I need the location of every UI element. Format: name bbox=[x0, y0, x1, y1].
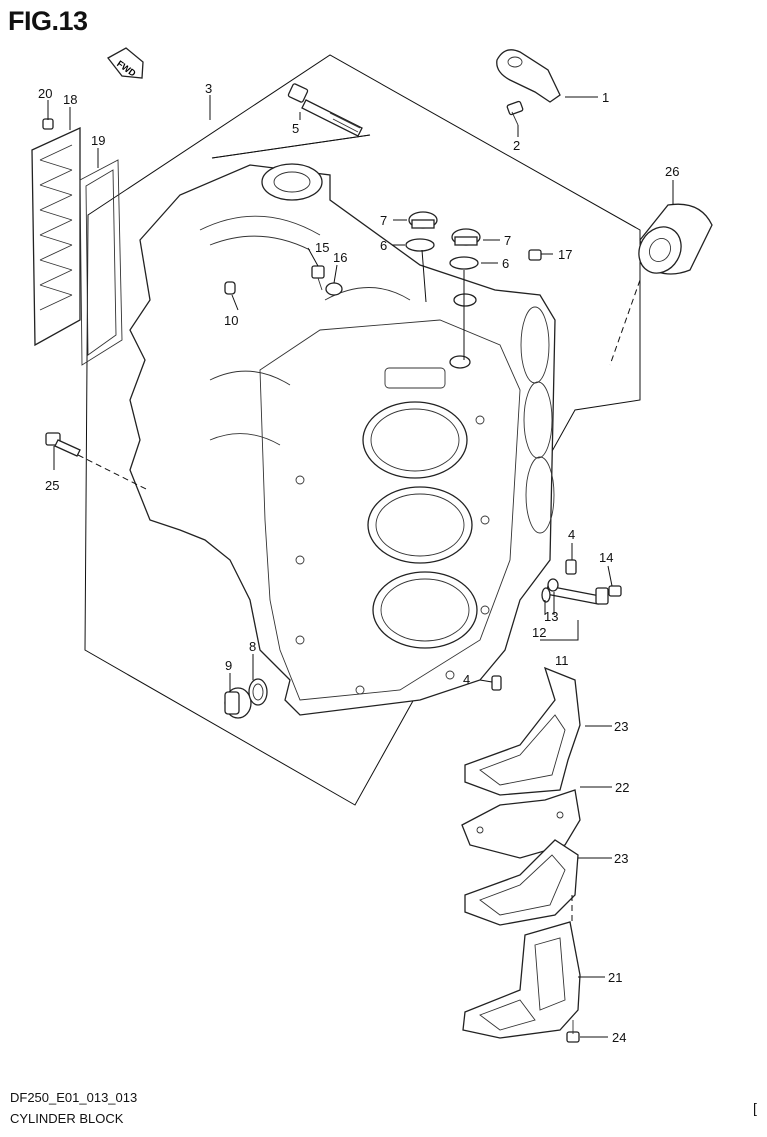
gasket-part-19 bbox=[79, 159, 123, 366]
callout-25: 25 bbox=[45, 478, 59, 493]
cylinder-block-assembly-frame bbox=[84, 54, 641, 806]
callout-24: 24 bbox=[612, 1030, 626, 1045]
figure-title: FIG.13 bbox=[8, 6, 88, 36]
callout-3: 3 bbox=[205, 81, 212, 96]
callout-18: 18 bbox=[63, 92, 77, 107]
diagram-name: CYLINDER BLOCK bbox=[10, 1111, 124, 1126]
callout-5: 5 bbox=[292, 121, 299, 136]
forward-arrow-icon: FWD bbox=[107, 47, 144, 79]
callout-17: 17 bbox=[558, 247, 572, 262]
callout-13: 13 bbox=[544, 609, 558, 624]
callout-8: 8 bbox=[249, 639, 256, 654]
corner-mark: [ bbox=[753, 1100, 757, 1116]
manifold-part-21 bbox=[462, 921, 581, 1039]
bolt-part-2 bbox=[506, 100, 524, 126]
dowel-part-10 bbox=[224, 281, 236, 295]
stud-part-4-upper bbox=[565, 559, 577, 575]
plug-part-9 bbox=[224, 687, 252, 719]
callout-23-lower: 23 bbox=[614, 851, 628, 866]
bolt-part-20 bbox=[42, 118, 54, 130]
callout-9: 9 bbox=[225, 658, 232, 673]
plug-part-7-left bbox=[408, 211, 438, 229]
plate-part-22 bbox=[461, 789, 581, 859]
bracket-part-1 bbox=[496, 49, 561, 103]
o-ring-part-6-left bbox=[405, 238, 435, 252]
cylinder-block bbox=[129, 163, 556, 716]
callout-6-right: 6 bbox=[502, 256, 509, 271]
callout-6-left: 6 bbox=[380, 238, 387, 253]
callout-1: 1 bbox=[602, 90, 609, 105]
callout-4-lower: 4 bbox=[463, 672, 470, 687]
callout-16: 16 bbox=[333, 250, 347, 265]
clip-part-16 bbox=[325, 282, 343, 296]
bolt-part-25 bbox=[45, 432, 81, 457]
callout-12: 12 bbox=[532, 625, 546, 640]
leader-lines bbox=[47, 95, 674, 1038]
callout-11: 11 bbox=[555, 653, 569, 668]
washer-part-13 bbox=[547, 578, 559, 592]
callout-15: 15 bbox=[315, 240, 329, 255]
gasket-part-8 bbox=[248, 678, 268, 706]
callout-4-upper: 4 bbox=[568, 527, 575, 542]
stud-part-4-lower bbox=[491, 675, 502, 691]
oil-filter-part-26 bbox=[638, 203, 713, 275]
gasket-part-23-lower bbox=[464, 839, 579, 926]
callout-2: 2 bbox=[513, 138, 520, 153]
callout-7-right: 7 bbox=[504, 233, 511, 248]
side-cover-part-18 bbox=[31, 126, 81, 347]
o-ring-part-6-right bbox=[449, 256, 479, 270]
callout-14: 14 bbox=[599, 550, 613, 565]
callout-23-upper: 23 bbox=[614, 719, 628, 734]
connector-part-14 bbox=[608, 585, 622, 597]
callout-20: 20 bbox=[38, 86, 52, 101]
callout-7-left: 7 bbox=[380, 213, 387, 228]
callout-22: 22 bbox=[615, 780, 629, 795]
bolt-part-5 bbox=[287, 83, 363, 137]
callout-numbers: 1 2 3 4 4 5 6 6 7 7 8 9 10 11 12 13 14 1… bbox=[38, 81, 679, 1045]
bolt-part-24 bbox=[566, 1020, 580, 1043]
o-ring-part-12 bbox=[541, 587, 551, 603]
callout-10: 10 bbox=[224, 313, 238, 328]
callout-26: 26 bbox=[665, 164, 679, 179]
fitting-part-15 bbox=[311, 265, 325, 291]
callout-21: 21 bbox=[608, 970, 622, 985]
plug-part-17 bbox=[528, 249, 542, 261]
diagram-code: DF250_E01_013_013 bbox=[10, 1090, 138, 1105]
callout-19: 19 bbox=[91, 133, 105, 148]
plug-part-7-right bbox=[451, 228, 481, 246]
gasket-part-23-upper bbox=[464, 666, 581, 796]
